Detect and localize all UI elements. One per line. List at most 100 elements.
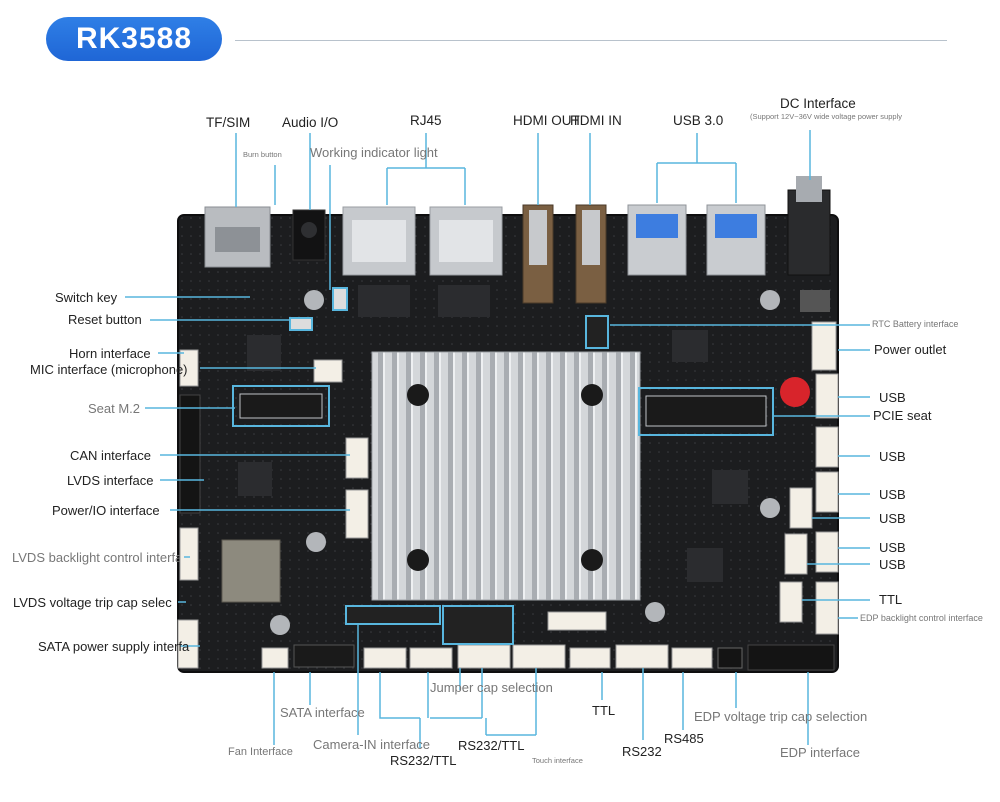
rj45-port-1: [342, 206, 416, 276]
conn-rs232ttl-2: [409, 647, 453, 669]
label-lvds-voltage: LVDS voltage trip cap selec: [13, 595, 172, 610]
label-working-light: Working indicator light: [310, 145, 438, 160]
label-hdmi-out: HDMI OUT: [513, 113, 580, 128]
camera-connector-highlight: [345, 605, 441, 625]
label-burn-button: Burn button: [243, 150, 282, 159]
conn-usb-4: [789, 487, 813, 529]
conn-usb-1: [815, 373, 839, 419]
conn-sata-power: [177, 619, 199, 669]
label-power-outlet: Power outlet: [874, 342, 947, 357]
label-usb-5: USB: [879, 540, 906, 555]
wifi-module: [221, 539, 281, 603]
conn-rs232: [615, 644, 669, 669]
mount-hole-5: [270, 615, 290, 635]
ethernet-chip-1: [358, 285, 410, 317]
label-reset-button: Reset button: [68, 312, 142, 327]
label-tf-sim: TF/SIM: [206, 115, 251, 130]
label-sata-power: SATA power supply interfa: [38, 639, 190, 654]
conn-horn: [179, 349, 199, 387]
mount-hole-1: [304, 290, 324, 310]
label-rtc-battery: RTC Battery interface: [872, 319, 959, 329]
conn-rs485: [671, 647, 713, 669]
conn-mic: [313, 359, 343, 383]
dc-jack: [787, 176, 831, 312]
mount-hole-6: [645, 602, 665, 622]
conn-usb-5: [815, 531, 839, 573]
mount-hole-2: [760, 290, 780, 310]
label-hdmi-in: HDMI IN: [570, 113, 622, 128]
label-can-interface: CAN interface: [70, 448, 151, 463]
label-horn-interface: Horn interface: [69, 346, 151, 361]
label-power-io: Power/IO interface: [52, 503, 160, 518]
product-title-badge: RK3588: [46, 17, 222, 61]
pcie-slot: [638, 387, 774, 436]
label-lvds-interface: LVDS interface: [67, 473, 154, 488]
conn-usb-6: [784, 533, 808, 575]
heatsink: [371, 351, 641, 601]
conn-ttl-right: [779, 581, 803, 623]
jumper-highlight: [442, 605, 514, 645]
label-jumper-cap: Jumper cap selection: [430, 680, 553, 695]
label-touch-interface: Touch interface: [532, 756, 583, 765]
tf-sim-slot: [204, 206, 271, 268]
label-edp-backlight: EDP backlight control interface: [860, 613, 983, 623]
product-title: RK3588: [75, 22, 193, 55]
label-usb-3: USB: [879, 487, 906, 502]
label-usb-2: USB: [879, 449, 906, 464]
conn-rs232ttl-1: [363, 647, 407, 669]
conn-usb-2: [815, 426, 839, 468]
chip-right-3: [687, 548, 723, 582]
label-pcie-seat: PCIE seat: [873, 408, 932, 423]
hdmi-out-port: [522, 204, 554, 304]
label-rs232: RS232: [622, 744, 662, 759]
title-divider: [235, 40, 947, 41]
switch-highlight: [332, 287, 348, 311]
label-edp-voltage: EDP voltage trip cap selection: [694, 709, 868, 724]
conn-touch-top: [547, 611, 607, 631]
label-usb-6: USB: [879, 557, 906, 572]
label-rs485: RS485: [664, 731, 704, 746]
label-usb-4: USB: [879, 511, 906, 526]
label-switch-key: Switch key: [55, 290, 118, 305]
audio-jack: [292, 209, 326, 261]
conn-touch: [512, 644, 566, 669]
label-usb3: USB 3.0: [673, 113, 724, 128]
label-edp-interface: EDP interface: [780, 745, 860, 760]
label-lvds-backlight: LVDS backlight control interface: [12, 550, 180, 565]
mount-hole-3: [306, 532, 326, 552]
label-dc-note: (Support 12V~36V wide voltage power supp…: [750, 112, 902, 121]
conn-lvds-backlight: [179, 527, 199, 581]
conn-power-io: [345, 489, 369, 539]
ethernet-chip-2: [438, 285, 490, 317]
conn-rs232ttl-3: [457, 644, 511, 669]
chip-left-1: [247, 335, 281, 371]
callout-lines: [125, 130, 870, 748]
label-rs232-ttl-b: RS232/TTL: [390, 753, 457, 768]
label-sata-interface: SATA interface: [280, 705, 365, 720]
label-camera-in: Camera-IN interface: [313, 737, 431, 752]
rj45-port-2: [429, 206, 503, 276]
label-mic-interface: MIC interface (microphone): [30, 362, 188, 377]
label-seat-m2: Seat M.2: [88, 401, 141, 416]
chip-right-2: [712, 470, 748, 504]
chip-left-2: [238, 462, 272, 496]
label-ttl-right: TTL: [879, 592, 903, 607]
label-dc-interface: DC Interface: [780, 96, 856, 111]
rtc-highlight: [585, 315, 609, 349]
usb3-port-1: [627, 204, 687, 276]
conn-ttl-bottom: [569, 647, 611, 669]
mount-hole-4: [760, 498, 780, 518]
rtc-battery: [780, 377, 810, 407]
pin-header-edp: [747, 644, 835, 671]
conn-can: [345, 437, 369, 479]
conn-edp-voltage: [717, 647, 743, 669]
label-audio-io: Audio I/O: [282, 115, 339, 130]
label-rj45: RJ45: [410, 113, 442, 128]
conn-edp-backlight: [815, 581, 839, 635]
conn-usb-3: [815, 471, 839, 513]
chip-right-1: [672, 330, 708, 362]
conn-fan: [261, 647, 289, 669]
sata-port: [293, 644, 355, 668]
reset-highlight: [289, 317, 313, 331]
